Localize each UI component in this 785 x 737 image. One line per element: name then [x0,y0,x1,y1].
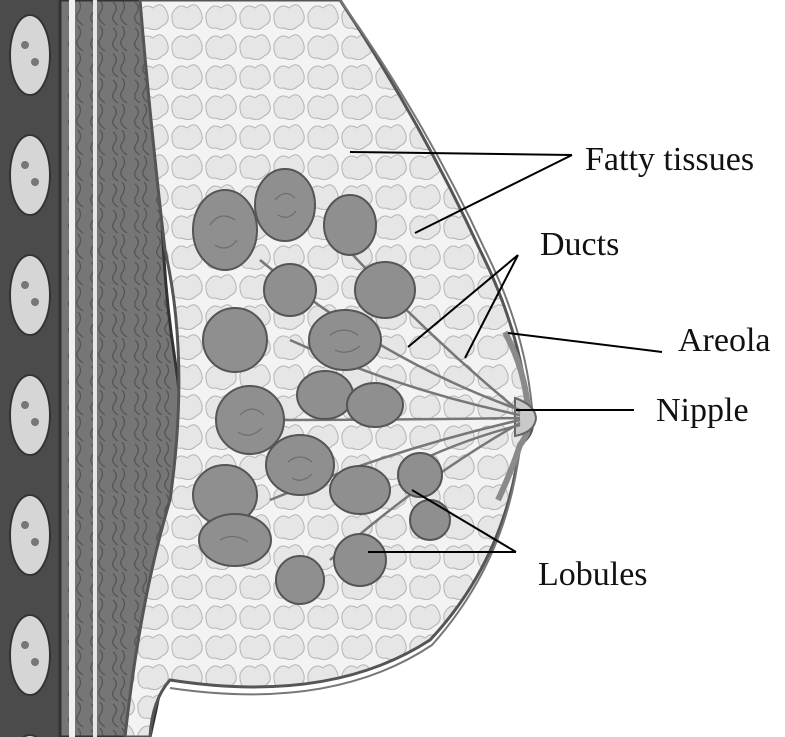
label-ducts: Ducts [540,228,619,262]
label-fatty-tissues: Fatty tissues [585,143,754,177]
rib-cage-strip [0,0,60,737]
label-lobules: Lobules [538,558,648,592]
label-areola: Areola [678,324,771,358]
breast-outline [125,0,533,737]
label-nipple: Nipple [656,394,749,428]
leader-areola [508,333,662,352]
